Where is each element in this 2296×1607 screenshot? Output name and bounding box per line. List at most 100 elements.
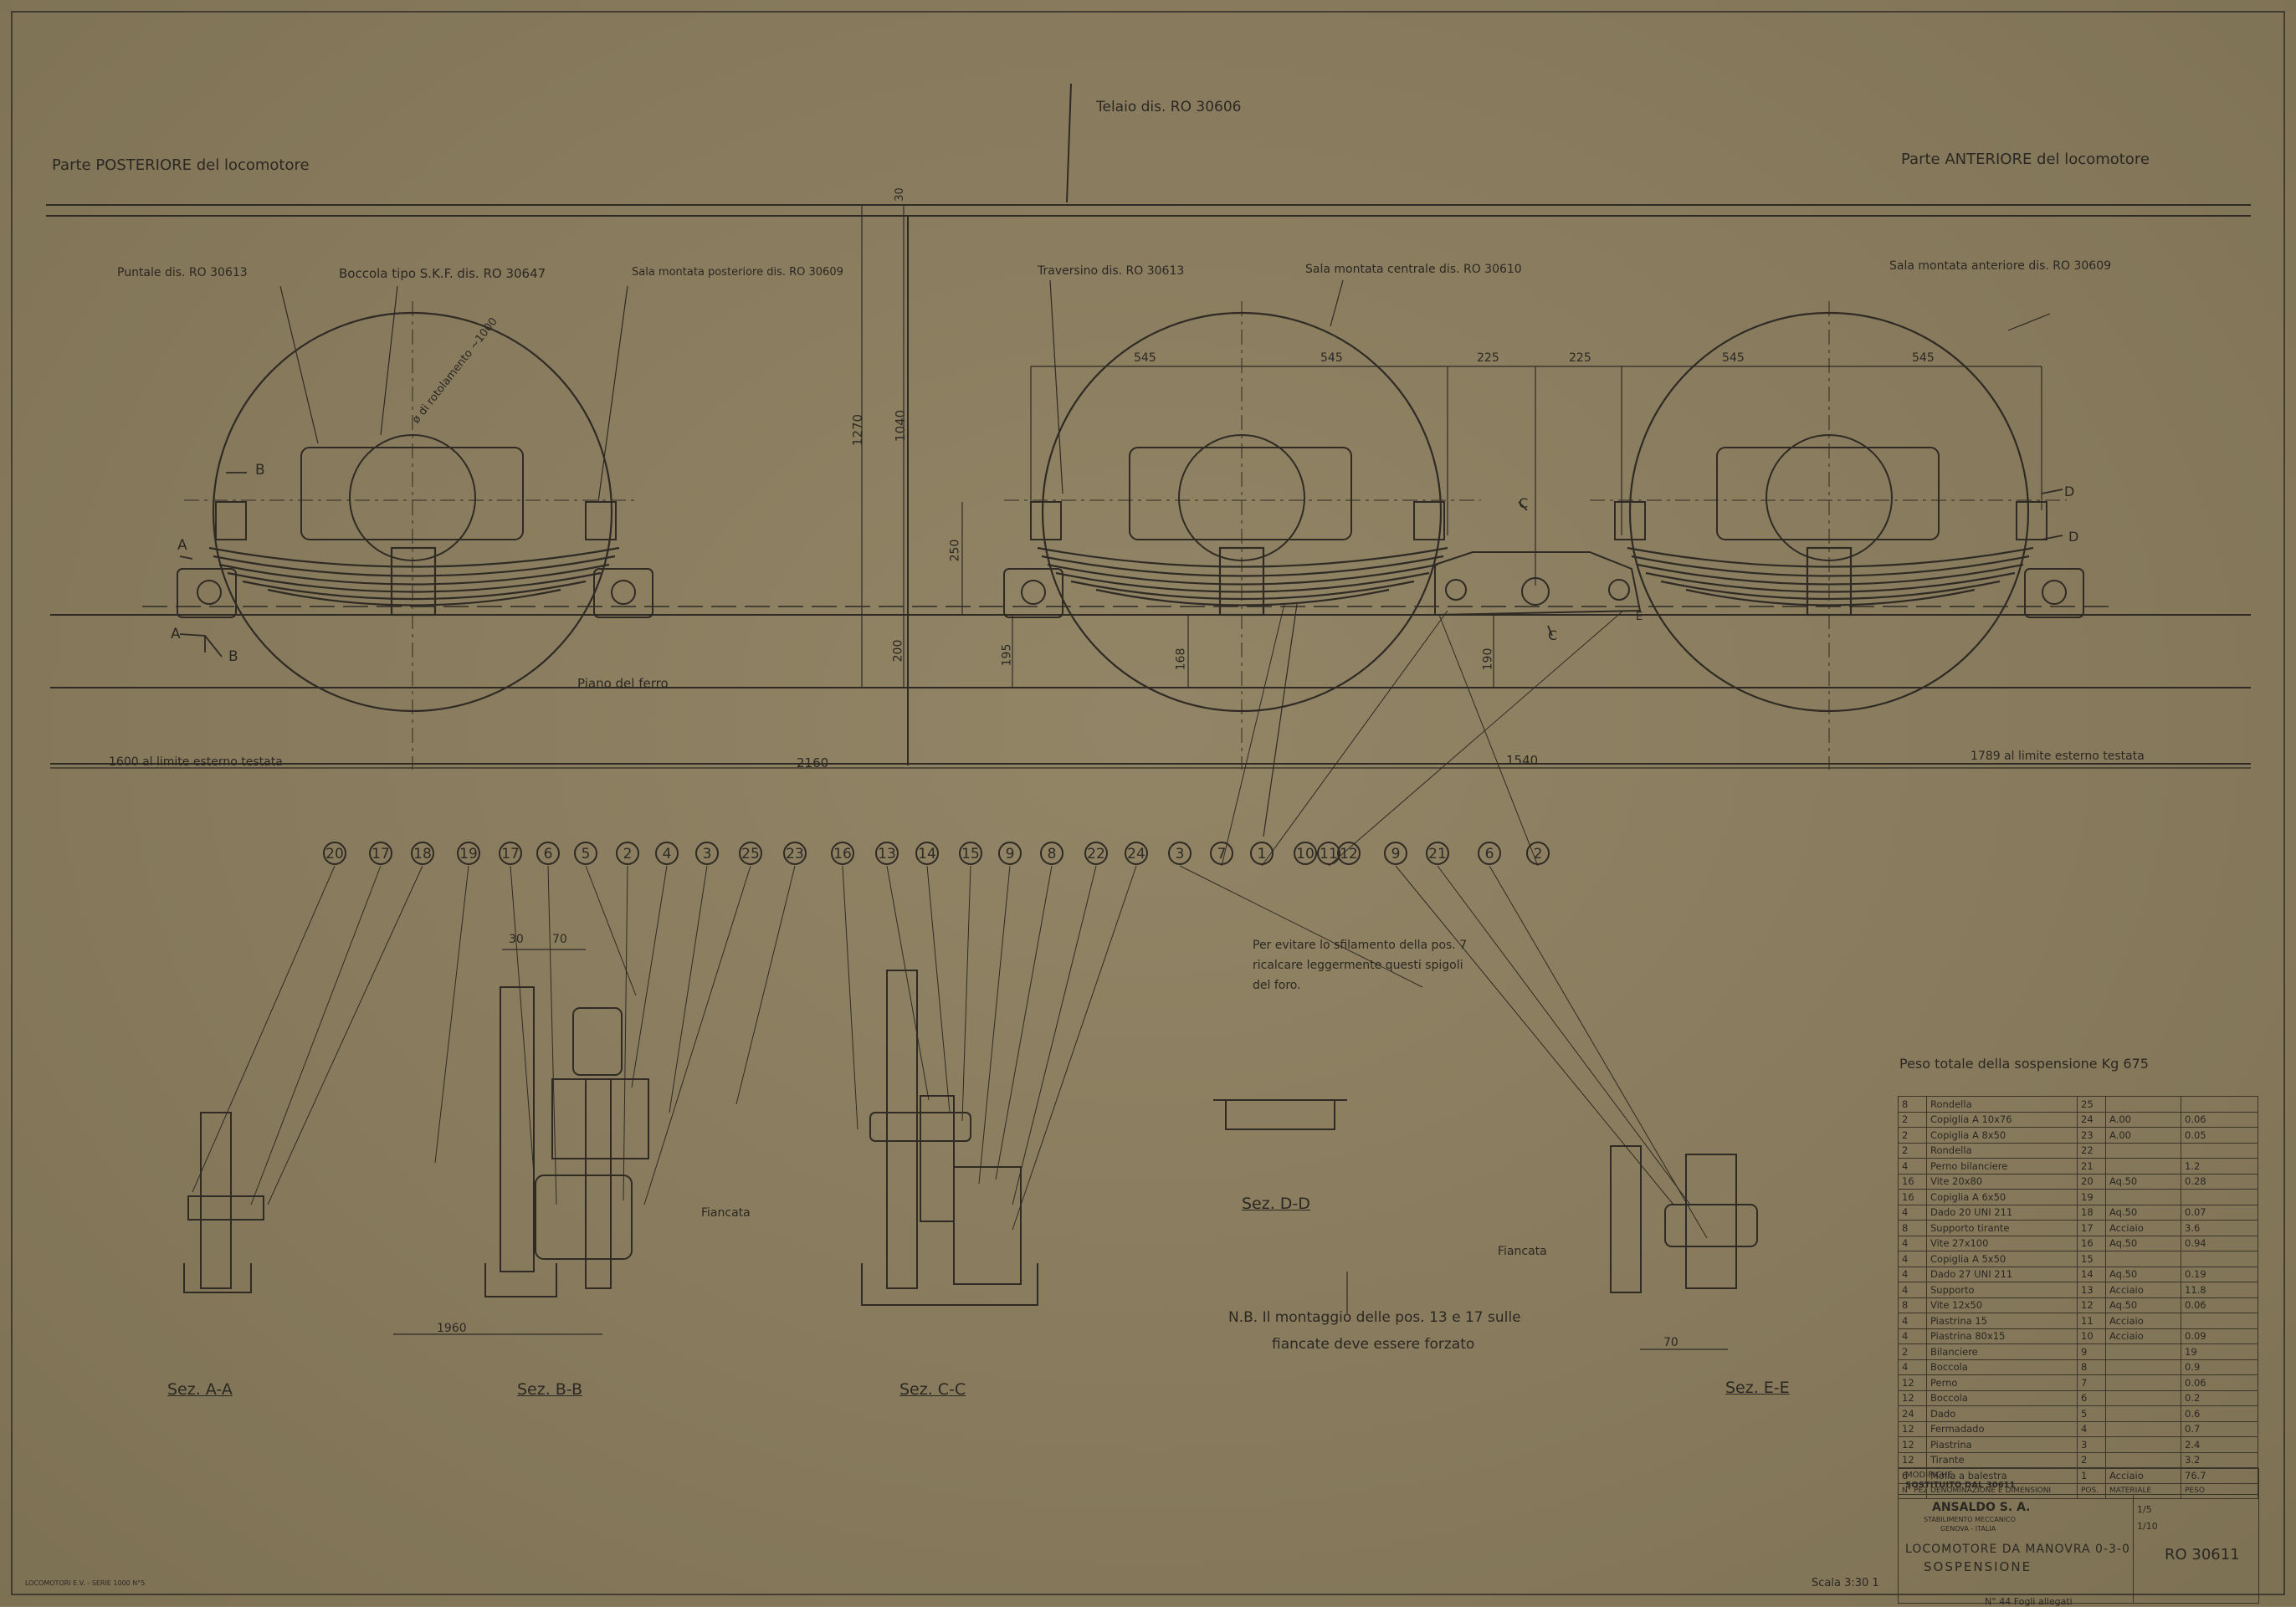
bom-cell-n: 12 bbox=[1898, 1420, 1927, 1437]
dim-1540: 1540 bbox=[1506, 753, 1539, 768]
bom-cell-w: 3.6 bbox=[2181, 1220, 2258, 1236]
dim-70: 70 bbox=[552, 933, 567, 946]
frame-lines bbox=[46, 83, 2251, 765]
balloon-pos-12: 12 bbox=[1337, 842, 1361, 865]
company-sub: STABILIMENTO MECCANICO bbox=[1924, 1516, 2016, 1523]
title-block: MODIFICHE SOSTITUITO DAL 30611 ANSALDO S… bbox=[1898, 1468, 2259, 1604]
bom-cell-desc: Dado 27 UNI 211 bbox=[1926, 1266, 2078, 1282]
balloon-pos-17: 17 bbox=[369, 842, 392, 865]
bom-cell-desc: Copiglia A 10x76 bbox=[1926, 1111, 2078, 1128]
dim-168: 168 bbox=[1174, 647, 1188, 671]
balloon-pos-17: 17 bbox=[499, 842, 522, 865]
cut-a-top: A bbox=[177, 537, 187, 554]
cut-e: E bbox=[1636, 611, 1643, 623]
balloon-pos-4: 4 bbox=[655, 842, 679, 865]
balloon-label: 14 bbox=[918, 846, 936, 862]
bom-cell-n: 4 bbox=[1898, 1313, 1927, 1329]
dim-1040: 1040 bbox=[893, 409, 909, 443]
bom-cell-n: 12 bbox=[1898, 1374, 1927, 1391]
bom-cell-n: 4 bbox=[1898, 1251, 1927, 1267]
dim-250: 250 bbox=[948, 539, 962, 562]
balloon-pos-11: 11 bbox=[1317, 842, 1340, 865]
balloon-pos-15: 15 bbox=[959, 842, 982, 865]
cut-d-bottom: D bbox=[2068, 529, 2079, 545]
bom-cell-desc: Vite 20x80 bbox=[1926, 1173, 2078, 1190]
note-nb-2: fiancate deve essere forzato bbox=[1272, 1336, 1475, 1353]
balloon-label: 13 bbox=[878, 846, 896, 862]
dim-225-a: 225 bbox=[1477, 351, 1499, 365]
puntale-callout: Puntale dis. RO 30613 bbox=[117, 266, 248, 279]
leaf-springs bbox=[208, 546, 2034, 617]
bom-cell-pos: 9 bbox=[2077, 1343, 2106, 1360]
bom-cell-w: 0.19 bbox=[2181, 1266, 2258, 1282]
balloon-label: 24 bbox=[1127, 846, 1145, 862]
bom-cell-pos: 12 bbox=[2077, 1297, 2106, 1313]
bom-cell-w bbox=[2181, 1096, 2258, 1113]
bom-cell-desc: Copiglia A 5x50 bbox=[1926, 1251, 2078, 1267]
balloon-label: 16 bbox=[833, 846, 852, 862]
section-ee-plate bbox=[1610, 1145, 1642, 1293]
bom-cell-w: 0.9 bbox=[2181, 1359, 2258, 1375]
note-avoid-1: Per evitare lo sfilamento della pos. 7 bbox=[1253, 939, 1468, 952]
fiancata-label-ee: Fiancata bbox=[1498, 1245, 1547, 1258]
bom-cell-desc: Vite 27x100 bbox=[1926, 1235, 2078, 1251]
balloon-pos-3: 3 bbox=[695, 842, 719, 865]
bom-cell-desc: Fermadado bbox=[1926, 1420, 2078, 1437]
bom-cell-n: 2 bbox=[1898, 1343, 1927, 1360]
bom-cell-pos: 5 bbox=[2077, 1405, 2106, 1422]
bom-cell-desc: Supporto tirante bbox=[1926, 1220, 2078, 1236]
balloon-pos-1: 1 bbox=[1250, 842, 1274, 865]
balloon-label: 20 bbox=[325, 846, 344, 862]
bom-cell-desc: Copiglia A 6x50 bbox=[1926, 1189, 2078, 1205]
dimension-lines bbox=[50, 205, 2251, 1350]
bom-cell-w: 0.28 bbox=[2181, 1173, 2258, 1190]
traversino-callout: Traversino dis. RO 30613 bbox=[1038, 264, 1185, 278]
bom-cell-n: 12 bbox=[1898, 1436, 1927, 1453]
section-views bbox=[183, 970, 1758, 1306]
bom-cell-pos: 21 bbox=[2077, 1158, 2106, 1175]
bom-cell-mat bbox=[2105, 1343, 2181, 1360]
bom-cell-w: 3.2 bbox=[2181, 1451, 2258, 1468]
drawing-title-2: SOSPENSIONE bbox=[1924, 1559, 2032, 1574]
company-city: GENOVA - ITALIA bbox=[1940, 1525, 1996, 1533]
balloon-pos-22: 22 bbox=[1084, 842, 1108, 865]
bom-cell-desc: Copiglia A 8x50 bbox=[1926, 1127, 2078, 1144]
balloon-label: 17 bbox=[501, 846, 520, 862]
cut-b-top: B bbox=[255, 462, 265, 479]
modifiche-label: MODIFICHE bbox=[1905, 1471, 1953, 1480]
cut-b-bottom: B bbox=[228, 648, 238, 665]
bom-cell-n: 2 bbox=[1898, 1127, 1927, 1144]
bom-cell-desc: Molla a balestra bbox=[1926, 1467, 2078, 1484]
bom-cell-n: 8 bbox=[1898, 1096, 1927, 1113]
dim-225-b: 225 bbox=[1569, 351, 1591, 365]
bom-cell-pos: 2 bbox=[2077, 1451, 2106, 1468]
bom-cell-pos: 22 bbox=[2077, 1142, 2106, 1159]
bom-cell-mat: Acciaio bbox=[2105, 1328, 2181, 1344]
spring-hangers bbox=[177, 501, 2084, 618]
bom-cell-mat: Aq.50 bbox=[2105, 1266, 2181, 1282]
bom-cell-desc: Perno bilanciere bbox=[1926, 1158, 2078, 1175]
balloon-pos-16: 16 bbox=[831, 842, 854, 865]
bom-cell-mat bbox=[2105, 1096, 2181, 1113]
bom-cell-n: 4 bbox=[1898, 1359, 1927, 1375]
drawing-number: RO 30611 bbox=[2165, 1546, 2240, 1563]
footer-left: LOCOMOTORI E.V. - SERIE 1000 N°5 bbox=[25, 1579, 146, 1587]
balloon-label: 25 bbox=[741, 846, 760, 862]
balloon-label: 9 bbox=[1391, 846, 1401, 862]
dim-195: 195 bbox=[1000, 643, 1014, 667]
balloon-label: 7 bbox=[1217, 846, 1227, 862]
bom-cell-pos: 14 bbox=[2077, 1266, 2106, 1282]
bom-cell-mat bbox=[2105, 1405, 2181, 1422]
note-nb-1: N.B. Il montaggio delle pos. 13 e 17 sul… bbox=[1228, 1309, 1521, 1326]
bom-cell-mat bbox=[2105, 1451, 2181, 1468]
section-ee-title: Sez. E-E bbox=[1725, 1379, 1790, 1397]
bom-cell-desc: Boccola bbox=[1926, 1359, 2078, 1375]
boccola-callout: Boccola tipo S.K.F. dis. RO 30647 bbox=[339, 266, 546, 281]
bom-cell-n: 16 bbox=[1898, 1189, 1927, 1205]
bom-cell-mat bbox=[2105, 1374, 2181, 1391]
